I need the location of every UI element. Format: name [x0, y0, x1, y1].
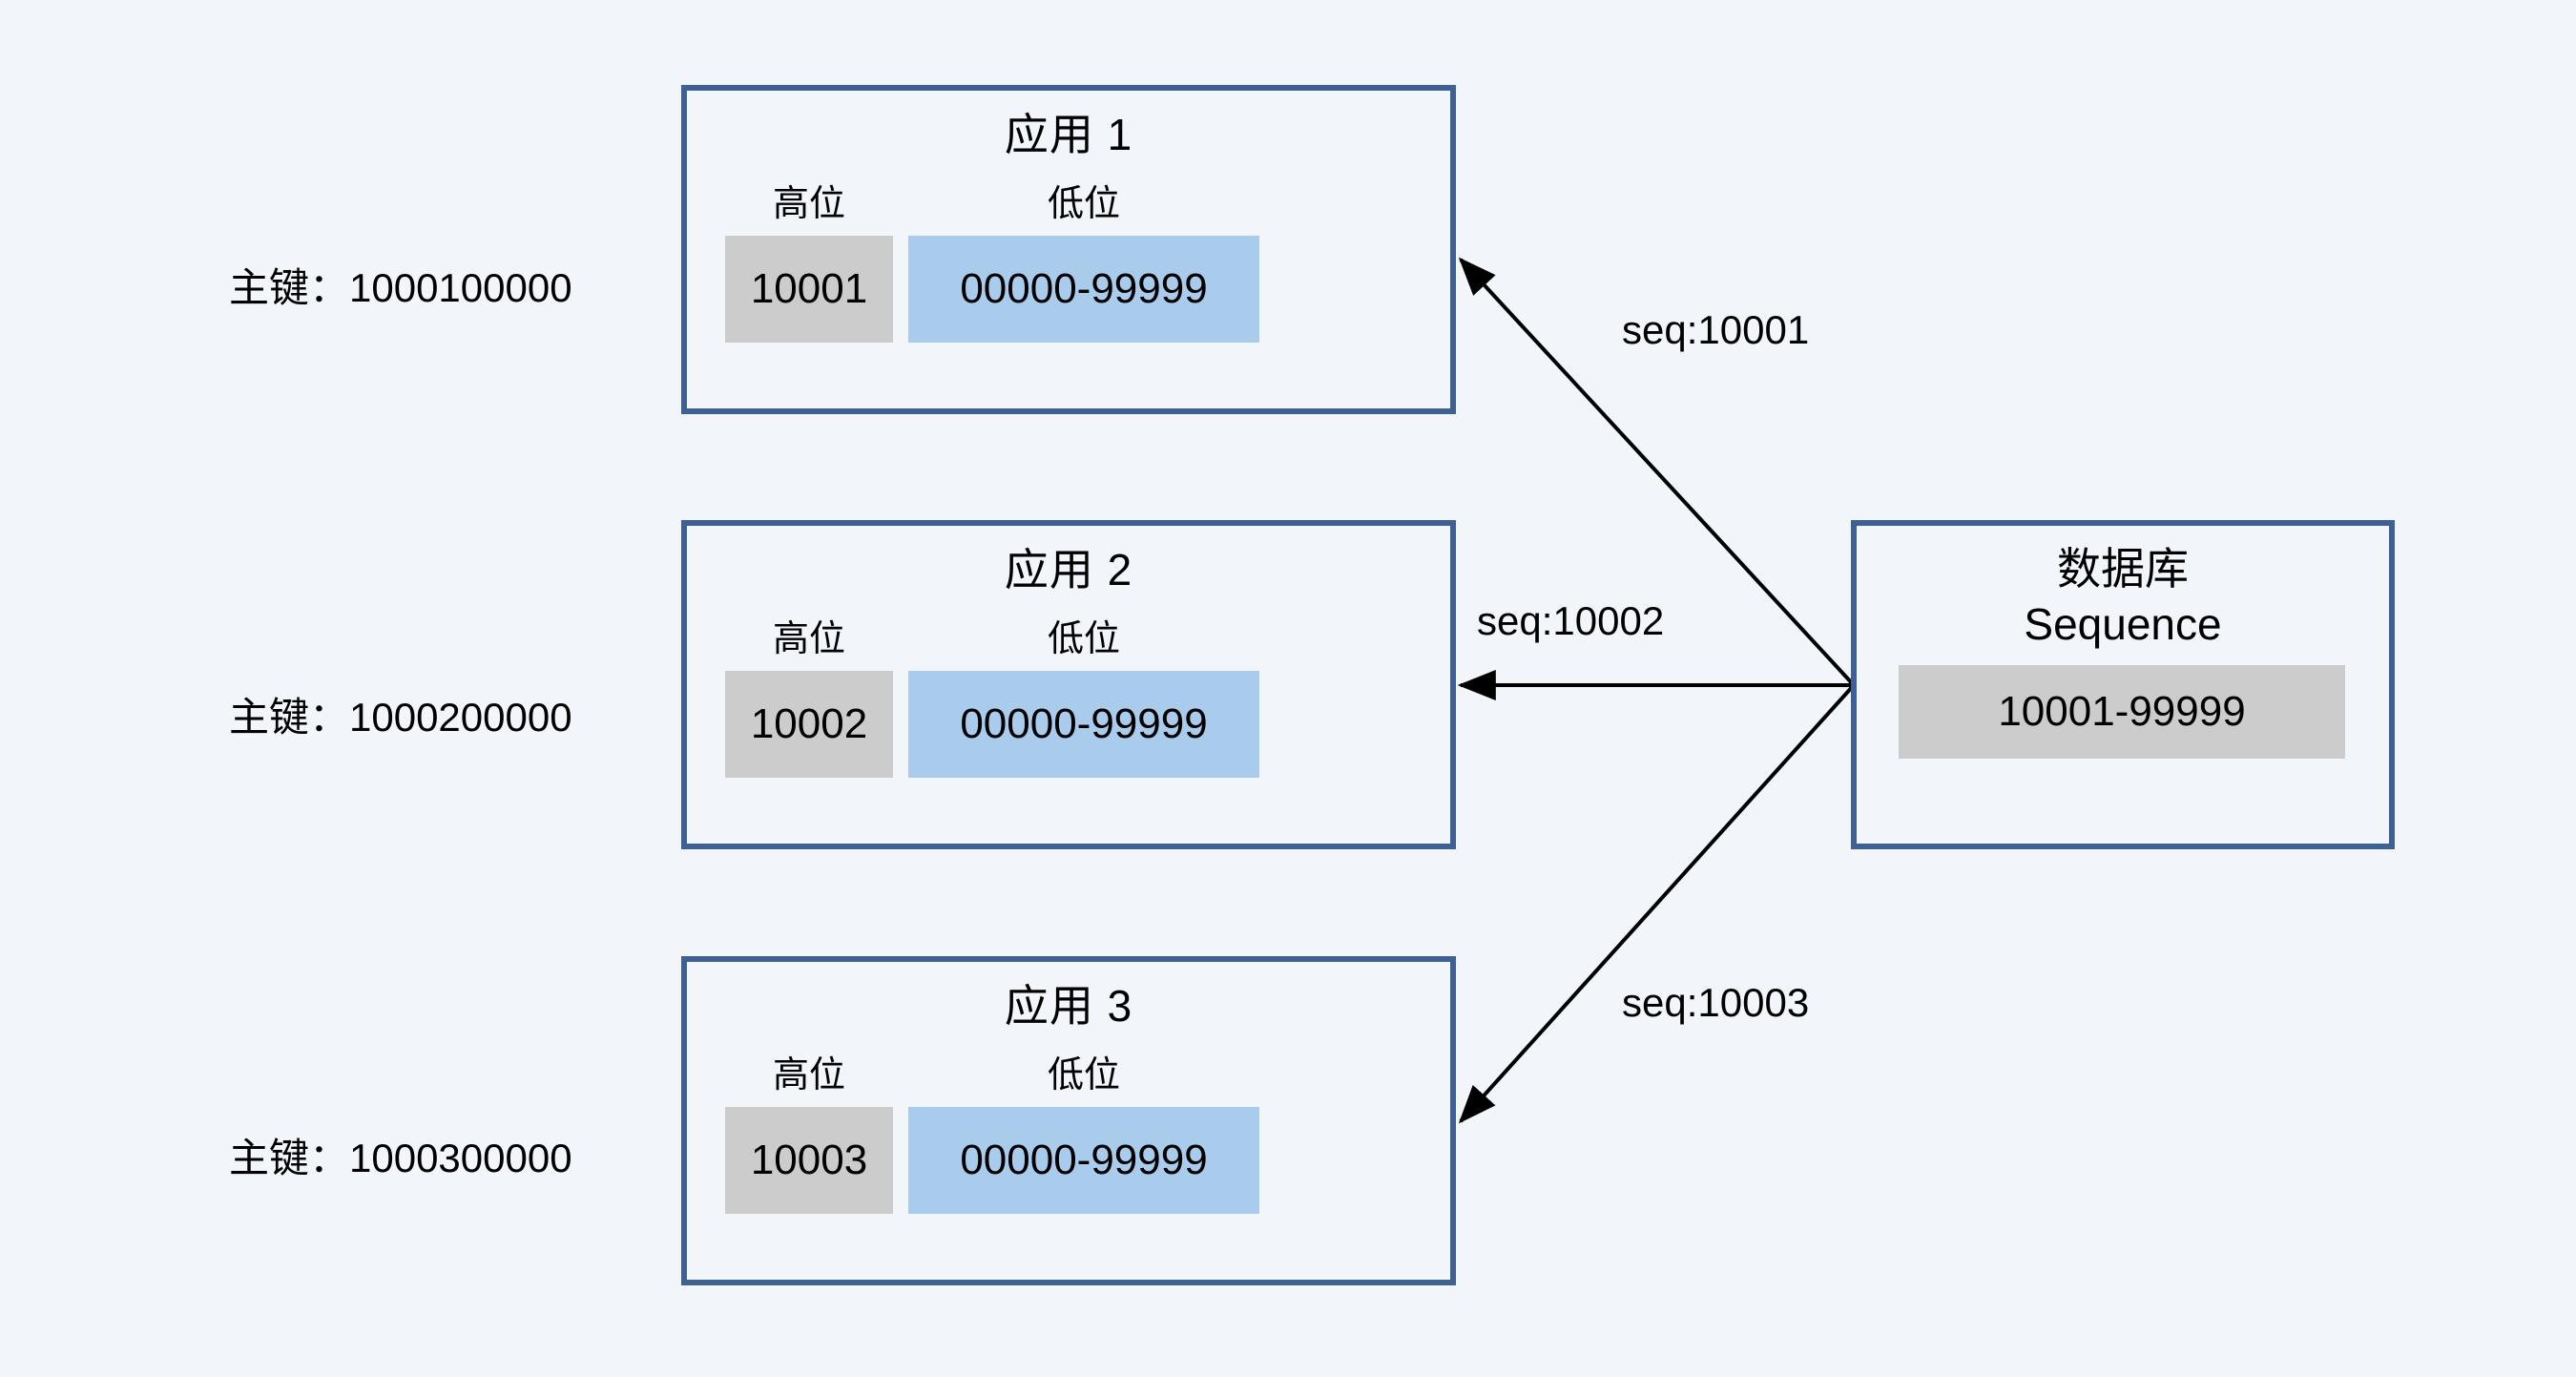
- high-bits-caption-2: 高位: [772, 619, 845, 659]
- database-sequence-node[interactable]: 数据库 Sequence 10001-99999: [1851, 520, 2395, 849]
- database-title: 数据库: [2057, 544, 2189, 594]
- app-node-1[interactable]: 应用 1 高位 低位 10001 00000-99999: [681, 85, 1456, 414]
- database-range-value: 10001-99999: [1899, 665, 2345, 759]
- high-bits-value-3: 10003: [725, 1107, 893, 1214]
- low-bits-value-3: 00000-99999: [908, 1107, 1259, 1214]
- app-title-3: 应用 3: [1004, 981, 1133, 1031]
- high-bits-caption-1: 高位: [772, 184, 845, 224]
- database-subtitle: Sequence: [2024, 599, 2222, 649]
- low-bits-caption-2: 低位: [1047, 619, 1120, 659]
- low-bits-value-2: 00000-99999: [908, 671, 1259, 778]
- primary-key-label-app1: 主键：1000100000: [229, 265, 572, 310]
- edge-label-seq-10003: seq:10003: [1622, 980, 1810, 1025]
- app-node-3[interactable]: 应用 3 高位 低位 10003 00000-99999: [681, 956, 1456, 1285]
- high-bits-value-2: 10002: [725, 671, 893, 778]
- low-bits-value-1: 00000-99999: [908, 236, 1259, 343]
- app-title-1: 应用 1: [1004, 110, 1133, 159]
- app-title-2: 应用 2: [1004, 545, 1133, 595]
- low-bits-caption-3: 低位: [1047, 1055, 1120, 1095]
- high-bits-value-1: 10001: [725, 236, 893, 343]
- primary-key-label-app3: 主键：1000300000: [229, 1136, 572, 1180]
- edge-db-to-app3: [1458, 683, 1856, 1124]
- edge-label-seq-10001: seq:10001: [1622, 307, 1810, 352]
- primary-key-label-app2: 主键：1000200000: [229, 695, 572, 740]
- low-bits-caption-1: 低位: [1047, 184, 1120, 224]
- app-node-2[interactable]: 应用 2 高位 低位 10002 00000-99999: [681, 520, 1456, 849]
- high-bits-caption-3: 高位: [772, 1055, 845, 1095]
- edge-label-seq-10002: seq:10002: [1477, 598, 1665, 643]
